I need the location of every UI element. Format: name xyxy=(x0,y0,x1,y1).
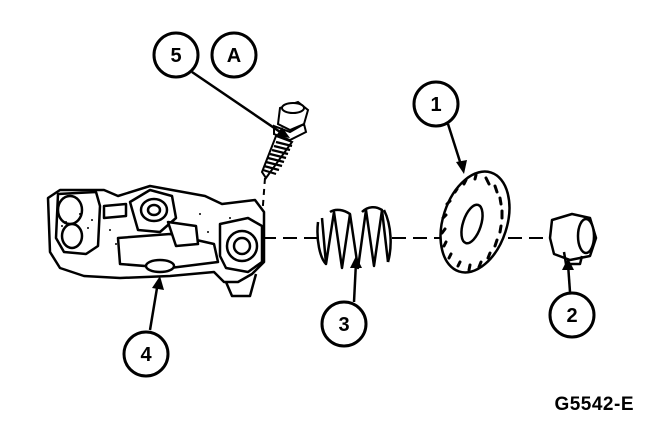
leader-arrowheads xyxy=(152,127,574,290)
callout-1: 1 xyxy=(412,80,460,128)
universal-joint-housing xyxy=(46,184,266,298)
callout-5-label: 5 xyxy=(170,45,181,67)
callout-4: 4 xyxy=(122,330,170,378)
callout-3-label: 3 xyxy=(338,314,349,336)
retaining-nut xyxy=(548,212,598,266)
callout-2: 2 xyxy=(548,291,596,339)
callout-1-label: 1 xyxy=(430,94,441,116)
callout-a: A xyxy=(210,31,258,79)
callout-4-label: 4 xyxy=(140,344,152,366)
sensor-tone-ring xyxy=(439,170,511,274)
callout-5: 5 xyxy=(152,31,200,79)
pinch-bolt xyxy=(260,100,310,180)
callout-2-label: 2 xyxy=(566,305,577,327)
callout-a-label: A xyxy=(227,45,241,67)
callout-3: 3 xyxy=(320,300,368,348)
coil-spring xyxy=(316,206,392,270)
figure-code: G5542-E xyxy=(554,394,634,415)
